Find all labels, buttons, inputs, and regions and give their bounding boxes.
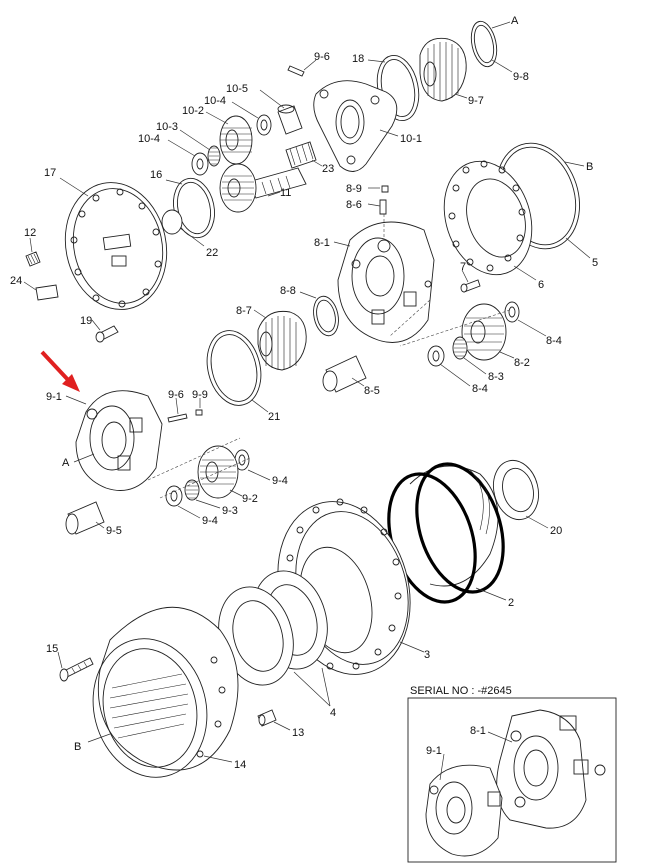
part-17-cover — [64, 182, 168, 310]
part-8-4-washer-lower — [427, 345, 445, 367]
label-6: 6 — [538, 279, 544, 291]
label-4: 4 — [330, 707, 336, 719]
label-9-3: 9-3 — [222, 505, 238, 517]
label-8-4b: 8-4 — [472, 383, 488, 395]
part-11-drive-shaft — [219, 163, 307, 213]
part-8-2-planet-gear — [461, 303, 507, 361]
part-2-floating-seal — [387, 462, 505, 604]
part-8-7-spline-gear — [257, 310, 307, 371]
label-11: 11 — [280, 187, 291, 199]
part-6-flange — [443, 160, 533, 276]
label-A-left: A — [62, 457, 70, 469]
part-23-bearing — [285, 141, 317, 169]
label-9-8: 9-8 — [513, 71, 529, 83]
callout-arrow — [40, 350, 80, 392]
label-5: 5 — [592, 257, 598, 269]
label-9-4a: 9-4 — [272, 475, 288, 487]
label-8-8: 8-8 — [280, 285, 296, 297]
part-8-3-needle-bearing — [452, 336, 468, 360]
label-10-5: 10-5 — [226, 83, 248, 95]
part-9-8-snap-ring — [470, 20, 498, 68]
label-12: 12 — [24, 227, 36, 239]
part-19-bolt — [95, 325, 119, 343]
label-9-9: 9-9 — [192, 389, 208, 401]
part-21-o-ring — [206, 330, 262, 406]
label-19: 19 — [80, 315, 92, 327]
label-13: 13 — [292, 727, 304, 739]
label-8-1: 8-1 — [314, 237, 330, 249]
label-8-4a: 8-4 — [546, 335, 562, 347]
serial-inset — [407, 697, 617, 863]
part-7-bolt — [460, 279, 481, 293]
label-10-3: 10-3 — [156, 121, 178, 133]
label-8-9: 8-9 — [346, 183, 362, 195]
part-9-4-washer-lower — [165, 485, 183, 507]
label-9-6-mid: 9-6 — [168, 389, 184, 401]
part-20-seal — [493, 459, 539, 521]
label-23: 23 — [322, 163, 334, 175]
part-8-9-pin — [381, 185, 389, 193]
label-14: 14 — [234, 759, 246, 771]
label-9-2: 9-2 — [242, 493, 258, 505]
part-10-1-carrier — [313, 80, 398, 172]
part-15-bolt — [59, 657, 94, 682]
part-9-6-pin-mid — [167, 413, 188, 423]
serial-number-label: SERIAL NO : -#2645 — [410, 685, 512, 697]
label-10-4a: 10-4 — [204, 95, 226, 107]
part-22-thrust-plate — [161, 209, 183, 235]
part-9-2-planet-gear — [197, 445, 239, 499]
label-16: 16 — [150, 169, 162, 181]
label-8-5: 8-5 — [364, 385, 380, 397]
label-3: 3 — [424, 649, 430, 661]
part-10-5-shaft — [277, 104, 303, 135]
part-4-bearing-pair — [218, 570, 328, 686]
part-10-2-gear — [219, 115, 253, 165]
part-24-nameplate — [35, 284, 59, 301]
label-22: 22 — [206, 247, 218, 259]
part-8-1-carrier — [337, 221, 435, 343]
part-9-3-needle-bearing — [184, 479, 200, 501]
part-9-6-pin — [287, 65, 305, 77]
label-18: 18 — [352, 53, 364, 65]
label-8-2: 8-2 — [514, 357, 530, 369]
part-10-4-washer-lower — [191, 152, 209, 176]
label-2: 2 — [508, 597, 514, 609]
label-10-2: 10-2 — [182, 105, 204, 117]
label-9-5: 9-5 — [106, 525, 122, 537]
part-9-9-pin — [195, 409, 203, 416]
part-9-5-shaft — [65, 501, 105, 535]
label-10-1: 10-1 — [400, 133, 422, 145]
part-9-1-carrier — [75, 390, 163, 491]
label-8-6: 8-6 — [346, 199, 362, 211]
part-9-7-spline-gear — [419, 37, 467, 102]
inset-label-8-1: 8-1 — [470, 725, 486, 737]
label-10-4b: 10-4 — [138, 133, 160, 145]
part-8-8-snap-ring — [313, 295, 339, 337]
label-A-top: A — [511, 15, 519, 27]
part-8-4-washer — [504, 301, 520, 323]
inset-label-9-1: 9-1 — [426, 745, 442, 757]
label-9-7: 9-7 — [468, 95, 484, 107]
part-10-4-washer — [256, 114, 272, 136]
label-15: 15 — [46, 643, 58, 655]
label-9-6-top: 9-6 — [314, 51, 330, 63]
label-B-left: B — [74, 741, 81, 753]
label-24: 24 — [10, 275, 22, 287]
part-8-6-pin — [379, 199, 387, 215]
label-21: 21 — [268, 411, 280, 423]
label-17: 17 — [44, 167, 56, 179]
label-B-right: B — [586, 161, 593, 173]
part-10-3-needle-bearing — [207, 145, 221, 167]
part-14-hub — [92, 606, 239, 778]
part-13-plug — [257, 709, 277, 727]
part-8-5-shaft — [322, 355, 367, 393]
label-8-3: 8-3 — [488, 371, 504, 383]
part-12-plug — [25, 251, 41, 267]
label-8-7: 8-7 — [236, 305, 252, 317]
label-9-1: 9-1 — [46, 391, 62, 403]
label-20: 20 — [550, 525, 562, 537]
label-7: 7 — [460, 261, 466, 273]
label-9-4b: 9-4 — [202, 515, 218, 527]
